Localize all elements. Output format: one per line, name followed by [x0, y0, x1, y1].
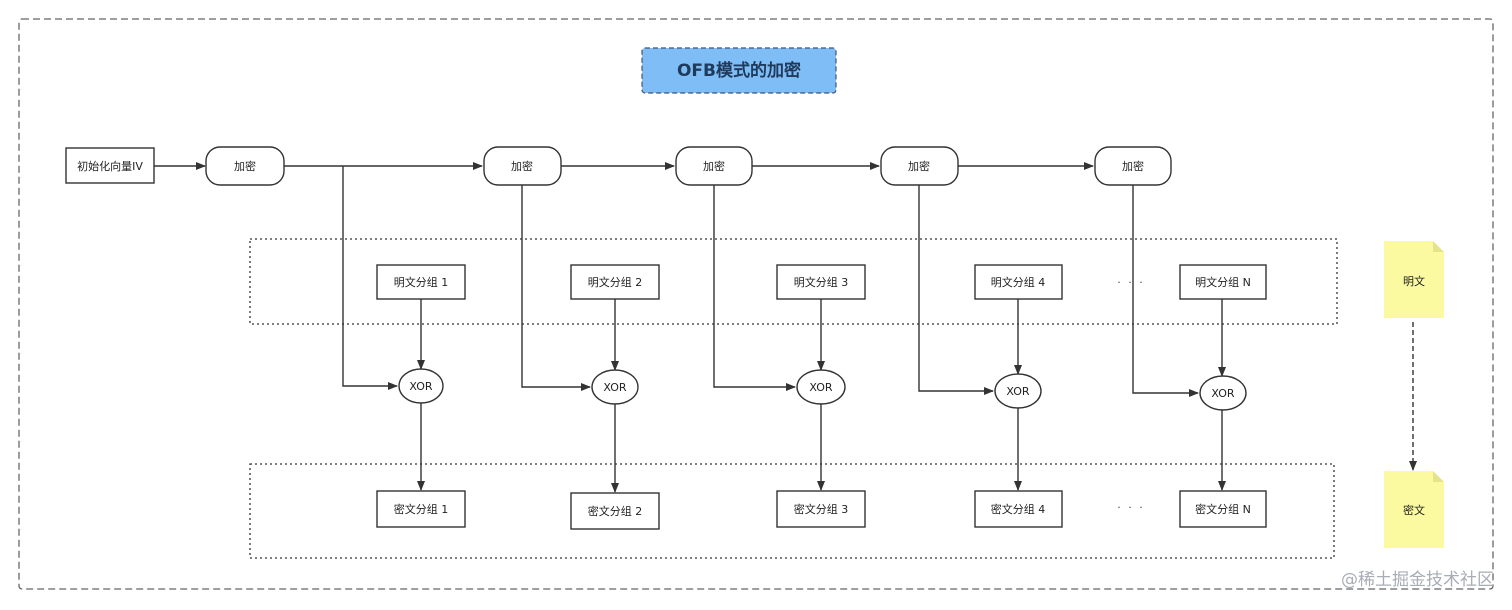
ciphertext-block: 密文分组 3 — [776, 490, 866, 528]
ciphertext-label: 密文分组 2 — [588, 504, 643, 518]
xor-node: XOR — [1199, 375, 1247, 411]
diagram-title: OFB模式的加密 — [677, 60, 801, 81]
ciphertext-group — [249, 463, 1335, 559]
ciphertext-block: 密文分组 2 — [570, 492, 660, 530]
plaintext-block: 明文分组 3 — [776, 264, 866, 300]
legend-ciphertext-note: 密文 — [1384, 471, 1444, 548]
arrow-encrypt-1-to-xor-1 — [342, 166, 398, 390]
arrow-encrypt-4-to-xor-4 — [918, 185, 994, 395]
xor-label: XOR — [1211, 387, 1234, 400]
plaintext-label: 明文分组 N — [1195, 275, 1251, 289]
xor-node: XOR — [994, 373, 1042, 409]
arrow-encrypt-2-to-xor-2 — [521, 185, 591, 391]
ciphertext-label: 密文分组 N — [1195, 502, 1251, 516]
xor-label: XOR — [409, 380, 432, 393]
encrypt-block: 加密 — [1094, 146, 1172, 186]
plaintext-label: 明文分组 2 — [588, 275, 643, 289]
ciphertext-label: 密文分组 1 — [394, 502, 449, 516]
ciphertext-ellipsis: · · · — [1117, 501, 1144, 514]
xor-label: XOR — [603, 381, 626, 394]
plaintext-group — [249, 238, 1338, 325]
iv-label: 初始化向量IV — [77, 159, 143, 173]
plaintext-block: 明文分组 2 — [570, 264, 660, 300]
encrypt-block: 加密 — [880, 146, 959, 186]
encrypt-label: 加密 — [908, 159, 930, 173]
encrypt-block: 加密 — [205, 146, 285, 186]
connectors — [154, 162, 1417, 493]
xor-node: XOR — [398, 368, 444, 404]
arrow-encrypt-5-to-xor-5 — [1132, 185, 1199, 397]
plaintext-block: 明文分组 1 — [376, 264, 466, 300]
xor-label: XOR — [1006, 385, 1029, 398]
ciphertext-label: 密文分组 4 — [991, 502, 1046, 516]
encrypt-label: 加密 — [703, 159, 725, 173]
plaintext-label: 明文分组 4 — [991, 275, 1046, 289]
ciphertext-block: 密文分组 N — [1179, 490, 1267, 528]
plaintext-block: 明文分组 N — [1179, 264, 1267, 300]
outer-frame — [18, 18, 1494, 590]
legend-ciphertext-label: 密文 — [1403, 503, 1425, 517]
arrow-encrypt-3-to-xor-3 — [713, 185, 796, 391]
legend-plaintext-note: 明文 — [1384, 241, 1444, 318]
plaintext-label: 明文分组 1 — [394, 275, 449, 289]
ciphertext-block: 密文分组 1 — [376, 490, 466, 528]
xor-label: XOR — [809, 381, 832, 394]
xor-node: XOR — [796, 369, 846, 405]
xor-node: XOR — [591, 369, 639, 405]
encrypt-label: 加密 — [511, 159, 533, 173]
watermark: @稀土掘金技术社区 — [1341, 570, 1494, 590]
ciphertext-block: 密文分组 4 — [974, 490, 1063, 528]
plaintext-label: 明文分组 3 — [794, 275, 849, 289]
plaintext-block: 明文分组 4 — [974, 264, 1063, 300]
iv-box: 初始化向量IV — [65, 147, 155, 184]
encrypt-label: 加密 — [234, 159, 256, 173]
title-box: OFB模式的加密 — [641, 47, 837, 94]
plaintext-ellipsis: · · · — [1117, 276, 1144, 289]
encrypt-block: 加密 — [675, 146, 753, 186]
ciphertext-label: 密文分组 3 — [794, 502, 849, 516]
encrypt-block: 加密 — [483, 146, 562, 186]
encrypt-label: 加密 — [1122, 159, 1144, 173]
legend-plaintext-label: 明文 — [1403, 274, 1425, 288]
